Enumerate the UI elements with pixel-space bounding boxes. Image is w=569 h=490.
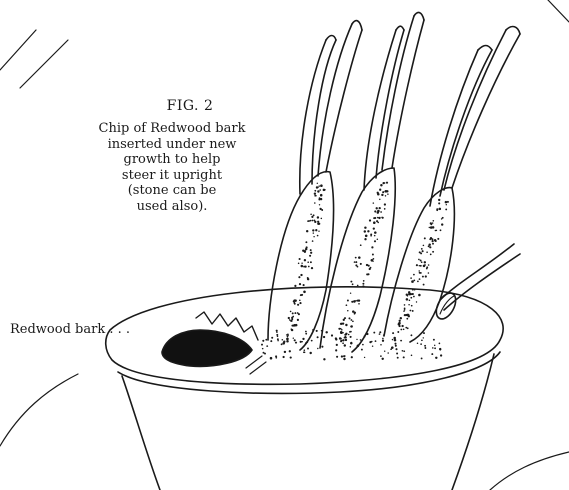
redwood-bark-label: Redwood bark . . . [10,322,130,337]
leaves [300,13,520,206]
caption-line: Chip of Redwood bark [80,121,264,137]
redwood-bark-chip [162,312,266,374]
caption-line: inserted under new [80,137,264,153]
caption-line: (stone can be [80,183,264,199]
flower-pot [106,287,503,490]
caption-line: growth to help [80,152,264,168]
figure-title: FIG. 2 [120,98,260,114]
figure-caption: Chip of Redwood bark inserted under new … [80,121,264,214]
potting-mix-stipple [261,329,442,361]
caption-line: steer it upright [80,168,264,184]
caption-line: used also). [80,199,264,215]
pseudobulb-stipple [286,182,449,342]
